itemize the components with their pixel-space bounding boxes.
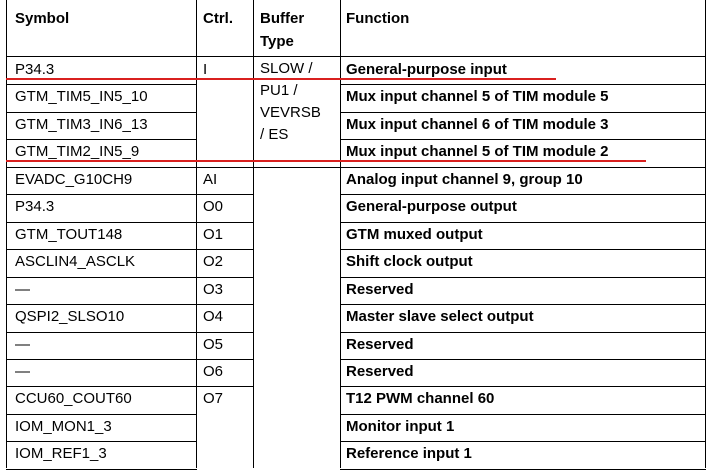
function-cell: Analog input channel 9, group 10 — [346, 170, 583, 188]
row-separator-ctrl — [196, 304, 254, 305]
ctrl-cell: O5 — [203, 335, 224, 353]
row-separator-symbol — [6, 222, 197, 223]
ctrl-cell: O4 — [203, 308, 224, 326]
row-separator-symbol — [6, 167, 197, 168]
row-separator-function — [340, 359, 706, 360]
header-buffer-line2: Type — [260, 33, 294, 50]
symbol-cell: IOM_MON1_3 — [15, 417, 112, 435]
row-separator-symbol — [6, 414, 197, 415]
row-separator-function — [340, 304, 706, 305]
symbol-cell: — — [15, 335, 30, 353]
function-cell: Mux input channel 6 of TIM module 3 — [346, 115, 609, 133]
header-symbol: Symbol — [15, 10, 70, 27]
function-cell: Reserved — [346, 280, 414, 298]
row-separator-symbol — [6, 277, 197, 278]
function-cell: GTM muxed output — [346, 225, 483, 243]
row-separator-symbol — [6, 249, 197, 250]
ctrl-cell: O3 — [203, 280, 224, 298]
row-separator-ctrl — [196, 359, 254, 360]
function-cell: Reserved — [346, 335, 414, 353]
column-divider-symbol-ctrl — [196, 0, 197, 468]
row-separator-function — [340, 386, 706, 387]
ctrl-cell: O0 — [203, 198, 224, 216]
ctrl-cell: O2 — [203, 253, 224, 271]
row-separator-function — [340, 441, 706, 442]
symbol-cell: P34.3 — [15, 198, 55, 216]
column-divider-ctrl-buffer — [253, 0, 254, 468]
row-separator-symbol — [6, 359, 197, 360]
row-separator-symbol — [6, 84, 197, 85]
row-separator-buffer — [253, 167, 341, 168]
symbol-cell: GTM_TIM5_IN5_10 — [15, 88, 148, 106]
row-separator-function — [340, 112, 706, 113]
row-separator-function — [340, 194, 706, 195]
ctrl-cell: O7 — [203, 390, 224, 408]
ctrl-cell: AI — [203, 170, 218, 188]
row-separator-function — [340, 167, 706, 168]
function-cell: Mux input channel 5 of TIM module 2 — [346, 143, 609, 161]
row-separator-function — [340, 139, 706, 140]
row-separator-ctrl — [196, 277, 254, 278]
row-separator-symbol — [6, 441, 197, 442]
row-separator-function — [340, 249, 706, 250]
row-separator-symbol — [6, 194, 197, 195]
row-separator-symbol — [6, 139, 197, 140]
function-cell: Reserved — [346, 362, 414, 380]
symbol-cell: GTM_TOUT148 — [15, 225, 123, 243]
symbol-cell: CCU60_COUT60 — [15, 390, 132, 408]
row-separator-ctrl — [196, 222, 254, 223]
function-cell: T12 PWM channel 60 — [346, 390, 495, 408]
header-ctrl: Ctrl. — [203, 10, 233, 27]
symbol-cell: GTM_TIM3_IN6_13 — [15, 115, 148, 133]
row-separator-symbol — [6, 386, 197, 387]
function-cell: Master slave select output — [346, 308, 534, 326]
row-separator-ctrl — [196, 194, 254, 195]
ctrl-cell: O1 — [203, 225, 224, 243]
symbol-cell: GTM_TIM2_IN5_9 — [15, 143, 140, 161]
header-buffer-line1: Buffer — [260, 10, 305, 27]
row-separator-symbol — [6, 112, 197, 113]
row-separator-function — [340, 332, 706, 333]
row-separator-function — [340, 84, 706, 85]
ctrl-cell: I — [203, 61, 208, 78]
row-separator-function — [340, 222, 706, 223]
symbol-cell: QSPI2_SLSO10 — [15, 308, 125, 326]
buffer-type-line: SLOW / — [260, 60, 313, 77]
function-cell: Monitor input 1 — [346, 417, 455, 435]
annotation-underline-top — [6, 78, 556, 80]
header-function: Function — [346, 10, 410, 27]
symbol-cell: EVADC_G10CH9 — [15, 170, 133, 188]
row-separator-function — [340, 414, 706, 415]
function-cell: Reference input 1 — [346, 445, 472, 463]
row-separator-ctrl — [196, 167, 254, 168]
symbol-cell: — — [15, 362, 30, 380]
row-separator-symbol — [6, 332, 197, 333]
buffer-type-line: / ES — [260, 126, 289, 143]
header-separator — [6, 56, 706, 57]
function-cell: Shift clock output — [346, 253, 473, 271]
symbol-cell: ASCLIN4_ASCLK — [15, 253, 136, 271]
table-border-right — [705, 0, 706, 468]
row-separator-ctrl — [196, 249, 254, 250]
annotation-underline-bottom — [6, 160, 646, 162]
row-separator-symbol — [6, 304, 197, 305]
function-cell: General-purpose output — [346, 198, 517, 216]
row-separator-ctrl — [196, 386, 254, 387]
buffer-type-line: PU1 / — [260, 82, 298, 99]
function-cell: Mux input channel 5 of TIM module 5 — [346, 88, 609, 106]
ctrl-cell: O6 — [203, 362, 224, 380]
row-separator-function — [340, 277, 706, 278]
symbol-cell: — — [15, 280, 30, 298]
buffer-type-line: VEVRSB — [260, 104, 321, 121]
table-border-left — [6, 0, 7, 468]
symbol-cell: IOM_REF1_3 — [15, 445, 107, 463]
function-cell: General-purpose input — [346, 61, 507, 78]
row-separator-ctrl — [196, 332, 254, 333]
symbol-cell: P34.3 — [15, 61, 55, 78]
column-divider-buffer-function — [340, 0, 341, 468]
